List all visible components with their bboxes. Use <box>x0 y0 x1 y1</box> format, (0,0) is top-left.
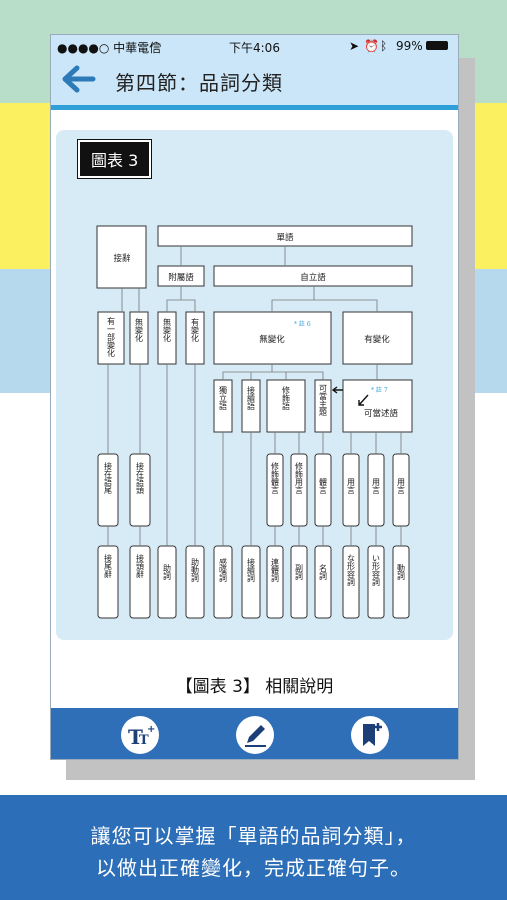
status-bar: ●●●●○ 中華電信 ◠ 下午4:06 ➤ ⏰ ᛒ 99% <box>51 35 458 57</box>
node-fukushi <box>290 545 308 619</box>
label-setsuji: 接辭 <box>113 253 131 264</box>
label-jodoshi: 助動詞 <box>191 557 200 582</box>
label-yu-henka-big: 有變化 <box>364 334 390 345</box>
label-kandoshi: 感嘆詞 <box>219 557 228 582</box>
svg-text:T: T <box>139 733 149 748</box>
label-note6: * 註 6 <box>294 320 311 328</box>
battery-icon <box>426 41 448 50</box>
label-mu-henka-b: 無變化 <box>163 317 172 343</box>
label-note7: * 註 7 <box>371 386 388 394</box>
node-rentaishi <box>266 545 284 619</box>
label-rentaishi: 連體詞 <box>271 557 280 582</box>
label-setsubiji: 接尾辭 <box>104 553 113 579</box>
phone-screen: ●●●●○ 中華電信 ◠ 下午4:06 ➤ ⏰ ᛒ 99% 第四節：品詞分類 圖… <box>50 34 459 760</box>
label-yu-henka-a: 有變化 <box>191 317 200 343</box>
back-arrow-icon[interactable] <box>61 63 97 95</box>
label-kajutsu: 可當述語 <box>364 408 399 419</box>
diagram-connectors <box>107 246 402 546</box>
bookmark-button[interactable] <box>351 716 389 754</box>
label-jiritsugo: 自立語 <box>300 272 326 283</box>
label-mu-henka-a: 無變化 <box>135 317 144 343</box>
label-setsuzokushi: 接續詞 <box>247 557 256 582</box>
node-joshi <box>157 545 177 619</box>
label-yougen2: 用言 <box>372 478 381 495</box>
part-of-speech-diagram: 接辭 單語 附屬語 自立語 無變化 有變化 可當述語 * 註 6 * 註 7 有… <box>96 225 413 619</box>
label-mu-henka-big: 無變化 <box>259 334 285 345</box>
label-meishi: 名詞 <box>319 563 328 580</box>
node-kajutsu <box>342 379 413 433</box>
figure-caption-link[interactable]: 【圖表 3】 相關說明 <box>175 677 334 697</box>
figure-tag: 圖表 3 <box>78 140 152 178</box>
content-area[interactable]: 圖表 3 <box>51 110 458 708</box>
label-yougen3: 用言 <box>397 478 406 495</box>
label-ichibu-henka: 有一部變化 <box>107 316 116 358</box>
figure-panel: 圖表 3 <box>56 130 453 640</box>
label-yougen1: 用言 <box>347 478 356 495</box>
node-jodoshi <box>185 545 205 619</box>
node-meishi <box>314 545 332 619</box>
node-setsuji <box>96 225 147 289</box>
text-size-icon: T T + <box>128 724 155 749</box>
label-setsubi: 接在語尾 <box>104 461 113 495</box>
node-yu-henka-big <box>342 311 413 365</box>
label-fukushi: 副詞 <box>295 564 304 580</box>
label-doushi: 動詞 <box>397 564 406 580</box>
svg-text:+: + <box>147 724 155 735</box>
pen-icon <box>245 725 266 747</box>
annotate-button[interactable] <box>236 716 274 754</box>
page-title: 第四節：品詞分類 <box>115 71 283 95</box>
battery-label: 99% <box>396 39 423 53</box>
svg-text:T: T <box>128 725 143 749</box>
label-joshi: 助詞 <box>163 563 172 580</box>
promo-line-1: 讓您可以掌握「單語的品詞分類」， <box>90 824 417 848</box>
location-icon: ➤ <box>349 39 360 53</box>
node-kandoshi <box>213 545 233 619</box>
wifi-icon: ◠ <box>151 39 162 53</box>
node-doushi <box>392 545 410 619</box>
bottom-toolbar: T T + <box>51 708 458 759</box>
node-setsuzokushi <box>241 545 261 619</box>
label-shu-taigen: 修飾體言 <box>271 461 280 495</box>
promo-line-2: 以做出正確變化，完成正確句子。 <box>96 856 411 880</box>
bookmark-add-icon <box>363 723 382 746</box>
node-ichibu-henka <box>97 311 125 365</box>
label-shushokugo: 修飾語 <box>282 385 291 411</box>
label-i-keiyoushi: い形容詞 <box>372 554 381 586</box>
promo-banner: 讓您可以掌握「單語的品詞分類」， 以做出正確變化，完成正確句子。 <box>0 795 507 900</box>
bluetooth-icon: ᛒ <box>380 39 388 53</box>
label-setto: 接在語頭 <box>136 461 145 495</box>
label-dokuritsugo: 獨立語 <box>219 386 228 411</box>
label-fuzokugo: 附屬語 <box>168 272 194 283</box>
label-shu-yougen: 修飾用言 <box>295 461 304 495</box>
label-na-keiyoushi: な形容詞 <box>347 554 356 586</box>
node-jiritsugo <box>213 265 413 287</box>
label-settouji: 接頭辭 <box>136 553 145 579</box>
text-size-button[interactable]: T T + <box>121 716 159 754</box>
diagram-arrows <box>331 386 369 406</box>
node-mu-henka-big <box>213 311 332 365</box>
label-setsuzokugo: 接續語 <box>247 385 256 411</box>
label-kashu: 可當主題 <box>319 384 328 417</box>
header-bar: 第四節：品詞分類 <box>51 57 458 110</box>
label-tango: 單語 <box>276 232 294 243</box>
carrier-label: ●●●●○ 中華電信 <box>57 41 162 55</box>
alarm-icon: ⏰ <box>364 39 379 53</box>
label-taigen: 體言 <box>319 477 328 495</box>
time-label: 下午4:06 <box>229 41 280 55</box>
